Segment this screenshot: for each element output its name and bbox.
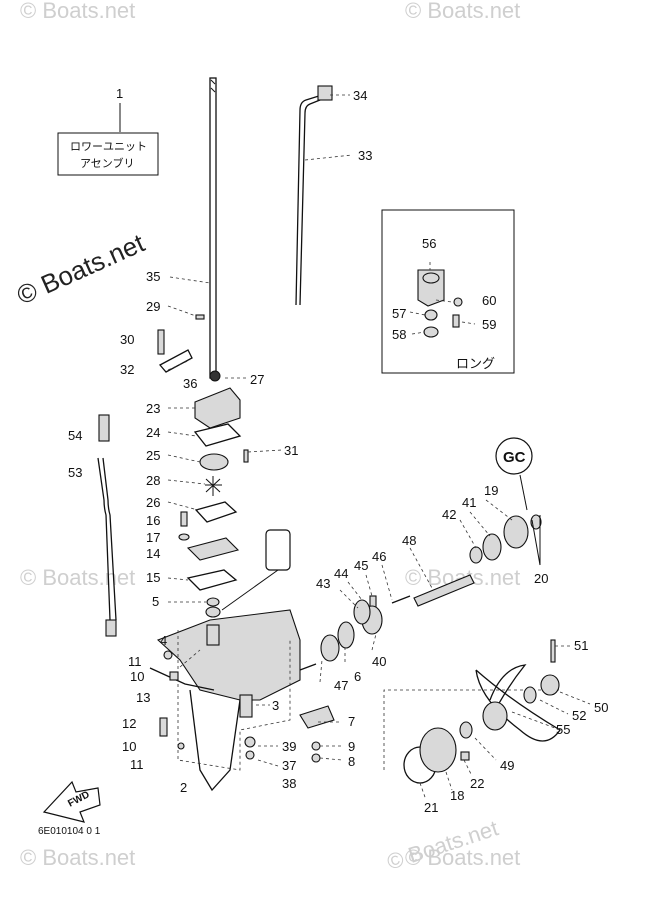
callout-47: 47 (334, 678, 348, 693)
assembly-box-line2: アセンブリ (80, 156, 134, 170)
callout-11-top: 11 (128, 654, 142, 669)
callout-41: 41 (462, 495, 476, 510)
callout-29: 29 (146, 299, 160, 314)
callout-60: 60 (482, 293, 496, 308)
callout-10-top: 10 (130, 669, 144, 684)
watermark-top-right: © Boats.net (405, 0, 520, 23)
assembly-box-frame (57, 132, 159, 176)
callout-13: 13 (136, 690, 150, 705)
assembly-callout-box: 1 ロワーユニット アセンブリ (57, 86, 159, 176)
callout-12: 12 (122, 716, 136, 731)
callout-4: 4 (160, 633, 167, 648)
callout-21: 21 (424, 800, 438, 815)
callout-11-bottom: 11 (130, 757, 144, 772)
diagram-code: 6E010104 0 1 (38, 826, 101, 837)
drive-shaft (209, 77, 217, 379)
callout-40: 40 (372, 654, 386, 669)
watermark-bottom-left: © Boats.net (20, 845, 135, 870)
callout-39: 39 (282, 739, 296, 754)
callout-10-bottom: 10 (122, 739, 136, 754)
callout-8: 8 (348, 754, 355, 769)
callout-52: 52 (572, 708, 586, 723)
callout-45: 45 (354, 558, 368, 573)
callout-57: 57 (392, 306, 406, 321)
watermark-main: © Boats.net (12, 227, 149, 310)
callout-33: 33 (358, 148, 372, 163)
watermark-top-left: © Boats.net (20, 0, 135, 23)
callout-18: 18 (450, 788, 464, 803)
callout-1: 1 (116, 86, 123, 101)
inset-long-shaft: ロング (381, 209, 515, 374)
gear-train (299, 514, 542, 671)
callout-24: 24 (146, 425, 160, 440)
callout-56: 56 (422, 236, 436, 251)
callout-35: 35 (146, 269, 160, 284)
callout-19: 19 (484, 483, 498, 498)
callout-2: 2 (180, 780, 187, 795)
watermark-bottom-right: © Boats.net (405, 845, 520, 870)
shift-rod-upper (295, 85, 333, 306)
callout-15: 15 (146, 570, 160, 585)
callout-34: 34 (353, 88, 367, 103)
callout-49: 49 (500, 758, 514, 773)
callout-26: 26 (146, 495, 160, 510)
callout-50: 50 (594, 700, 608, 715)
callout-7: 7 (348, 714, 355, 729)
sealant-badge (221, 529, 291, 611)
callout-37: 37 (282, 758, 296, 773)
assembly-box-line1: ロワーユニット (70, 141, 147, 153)
water-pump-assembly (157, 314, 249, 618)
gc-badge: GC (495, 437, 541, 566)
callout-28: 28 (146, 473, 160, 488)
callout-38: 38 (282, 776, 296, 791)
callout-20: 20 (534, 571, 548, 586)
inset-label: ロング (456, 356, 495, 371)
inset-frame (381, 209, 515, 374)
callout-59: 59 (482, 317, 496, 332)
callout-14: 14 (146, 546, 160, 561)
callout-54: 54 (68, 428, 82, 443)
callout-42: 42 (442, 507, 456, 522)
callout-6: 6 (354, 669, 361, 684)
callout-36: 36 (183, 376, 197, 391)
callout-32: 32 (120, 362, 134, 377)
callout-9: 9 (348, 739, 355, 754)
callout-31: 31 (284, 443, 298, 458)
callout-30: 30 (120, 332, 134, 347)
leader-lines (167, 94, 591, 801)
propeller-assembly (383, 639, 561, 784)
callout-23: 23 (146, 401, 160, 416)
callouts: 34 33 35 29 30 32 36 27 23 24 31 25 28 2… (68, 88, 608, 815)
callout-5: 5 (152, 594, 159, 609)
callout-25: 25 (146, 448, 160, 463)
callout-46: 46 (372, 549, 386, 564)
callout-43: 43 (316, 576, 330, 591)
lower-casing (149, 609, 335, 792)
shift-rod-lower (97, 414, 117, 637)
gc-label: GC (503, 449, 526, 466)
callout-17: 17 (146, 530, 160, 545)
callout-58: 58 (392, 327, 406, 342)
callout-55: 55 (556, 722, 570, 737)
callout-51: 51 (574, 638, 588, 653)
callout-48: 48 (402, 533, 416, 548)
callout-22: 22 (470, 776, 484, 791)
callout-27: 27 (250, 372, 264, 387)
forward-arrow: FWD (42, 780, 101, 823)
callout-16: 16 (146, 513, 160, 528)
watermark-mid-left: © Boats.net (20, 565, 135, 590)
callout-53: 53 (68, 465, 82, 480)
callout-44: 44 (334, 566, 348, 581)
callout-3: 3 (272, 698, 279, 713)
